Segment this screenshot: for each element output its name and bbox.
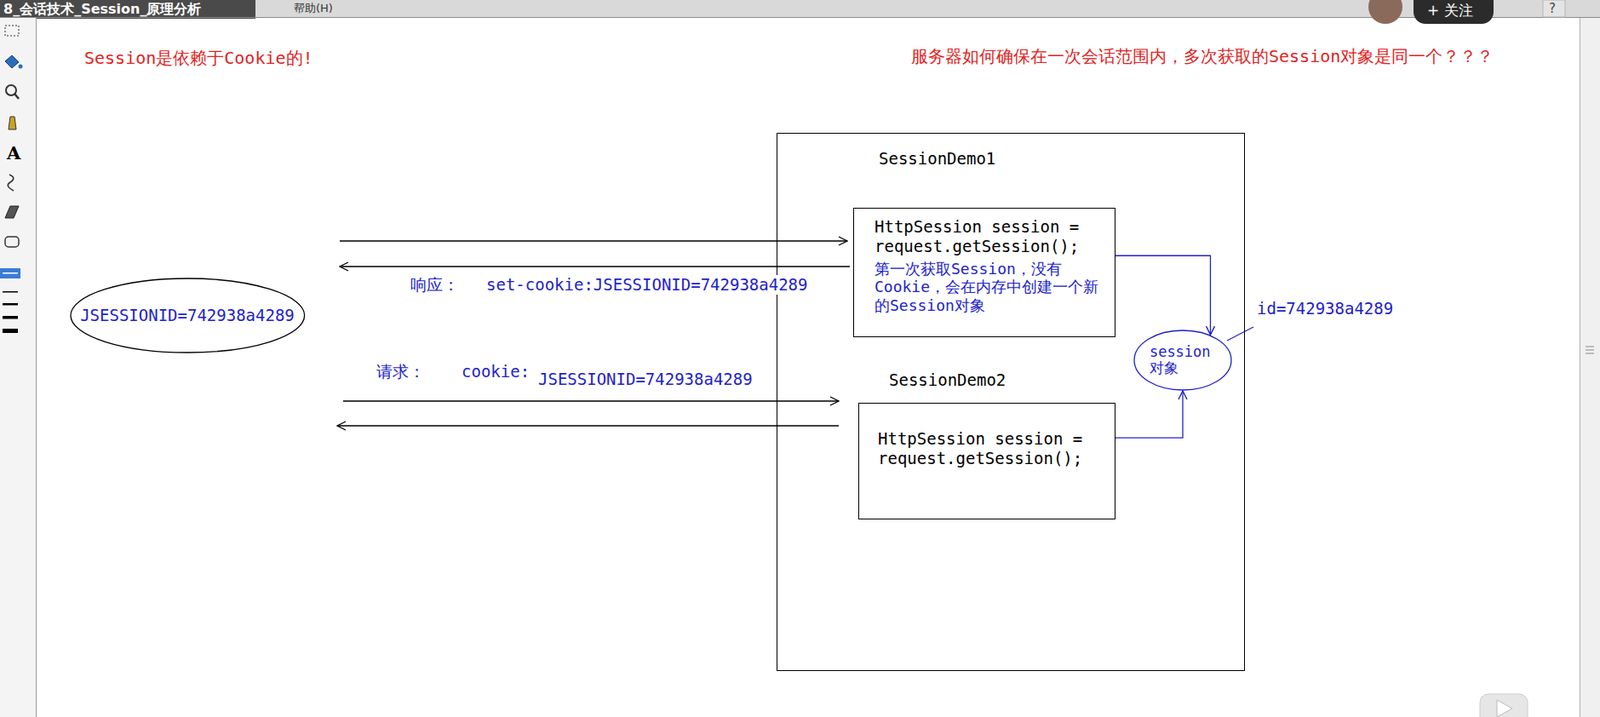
select-tool-icon [5, 25, 19, 36]
response-arrow [337, 424, 839, 426]
scrollbar-border [1579, 17, 1581, 717]
cookie-value-label: JSESSIONID=742938a4289 [536, 369, 755, 390]
video-title: 8_会话技术_Session_原理分析 [3, 0, 201, 18]
curve-tool-icon [7, 174, 14, 191]
toolbar-border [35, 17, 37, 717]
code-text: HttpSession session = request.getSession… [874, 217, 1105, 257]
ellipse-outline-shape [1134, 330, 1232, 390]
cookie-ellipse: JSESSIONID=742938a4289 [69, 277, 306, 354]
help-icon-text: ? [1548, 0, 1556, 17]
follow-button-text: + 关注 [1427, 1, 1474, 19]
line-width-sample [2, 328, 18, 333]
servlet-box: SessionDemo1HttpSession session = reques… [853, 207, 1116, 338]
scrollbar-grip [1585, 346, 1595, 348]
question-text: 服务器如何确保在一次会话范围内，多次获取的Session对象是同一个？？？ [909, 45, 1496, 67]
line-width-sample [2, 291, 18, 293]
scrollbar-grip [1585, 349, 1595, 351]
help-button [1542, 0, 1566, 18]
code-text: HttpSession session = request.getSession… [877, 429, 1105, 469]
line-width-sample [2, 315, 18, 320]
eraser-tool-icon [5, 206, 19, 218]
component-heading: SessionDemo2 [888, 370, 1006, 390]
ellipse-text: JSESSIONID=742938a4289 [80, 306, 295, 325]
pencil-tool-icon [8, 116, 17, 130]
request-label: 请求： [374, 361, 427, 382]
servlet-box: SessionDemo2HttpSession session = reques… [858, 402, 1116, 520]
avatar [1368, 0, 1403, 24]
play-button [1479, 693, 1528, 717]
reference-arrow [1115, 390, 1183, 438]
reference-arrow [1115, 255, 1211, 335]
line-width-sample [2, 303, 18, 306]
session-id-label: id=742938a4289 [1255, 298, 1395, 319]
request-arrow [339, 240, 848, 241]
tool-icon-letter: A [6, 142, 21, 164]
menu-text: 帮助(H) [293, 1, 333, 16]
ellipse-outline-shape [70, 278, 305, 353]
response-label: 响应： [408, 275, 461, 295]
leader-line [1227, 326, 1254, 341]
scrollbar [1579, 17, 1600, 717]
component-heading: SessionDemo1 [878, 149, 996, 169]
fill-tool-drop [18, 64, 23, 69]
response-arrow [339, 265, 850, 267]
header-label: cookie: [459, 361, 532, 382]
line-width-sample [2, 272, 18, 275]
fill-tool-icon [5, 55, 19, 69]
title-strip [0, 0, 256, 19]
note-text: 第一次获取Session，没有Cookie，会在内存中创建一个新的Session… [874, 259, 1105, 316]
play-triangle [1496, 699, 1513, 717]
header-label: set-cookie:JSESSIONID=742938a4289 [484, 275, 810, 295]
scrollbar-grip [1585, 353, 1595, 355]
ellipse-text: session 对象 [1149, 344, 1216, 376]
session-object-ellipse: session 对象 [1133, 329, 1233, 391]
line-width-selected [0, 268, 21, 279]
toolbar [0, 17, 36, 717]
server-box: SessionDemo1HttpSession session = reques… [776, 132, 1245, 671]
follow-button [1413, 0, 1494, 24]
rounded-rect-tool-icon [5, 236, 19, 247]
zoom-tool-handle [14, 93, 19, 99]
note-text: Session是依赖于Cookie的! [82, 47, 316, 69]
request-arrow [343, 400, 839, 402]
canvas-top-border [0, 17, 1600, 18]
